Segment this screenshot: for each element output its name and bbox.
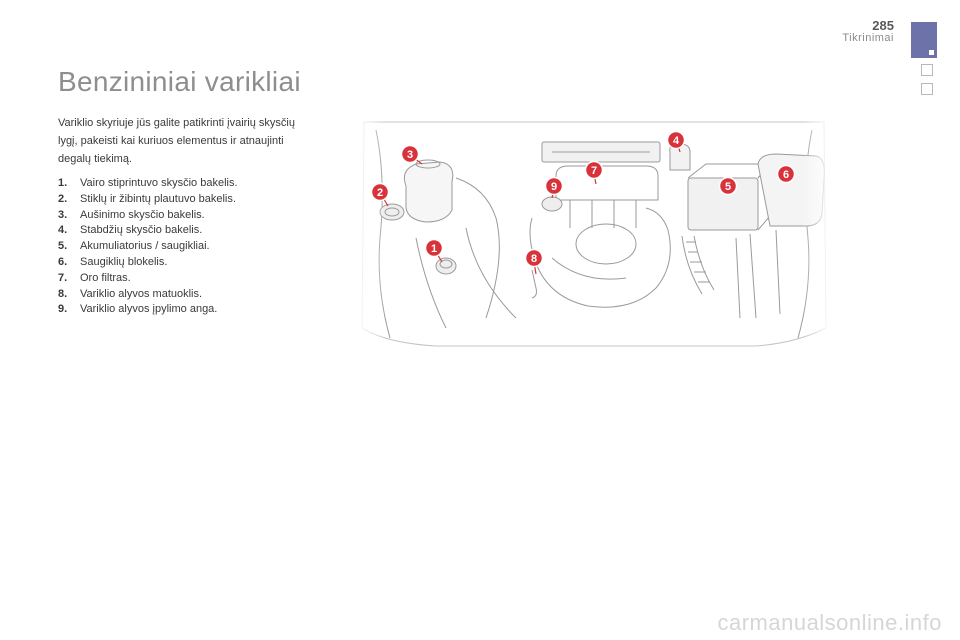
badge-label: 9 bbox=[551, 181, 557, 193]
legend-text: Vairo stiprintuvo skysčio bakelis. bbox=[80, 177, 238, 189]
badge-label: 6 bbox=[783, 169, 789, 181]
legend-item: 3. Aušinimo skysčio bakelis. bbox=[58, 208, 318, 224]
legend-text: Oro filtras. bbox=[80, 271, 131, 284]
legend-item: 2. Stiklų ir žibintų plautuvo bakelis. bbox=[58, 192, 318, 208]
legend-number: 3. bbox=[58, 208, 68, 221]
legend-text: Aušinimo skysčio bakelis. bbox=[80, 208, 205, 221]
badge-label: 2 bbox=[377, 187, 383, 199]
section-tab-active[interactable] bbox=[911, 22, 937, 58]
legend-item: 5. Akumuliatorius / saugikliai. bbox=[58, 239, 318, 255]
callout-badge-9: 9 bbox=[544, 176, 564, 199]
badge-label: 5 bbox=[725, 181, 731, 193]
legend-number: 8. bbox=[58, 287, 68, 300]
legend-number: 2. bbox=[58, 192, 68, 205]
legend-text: Akumuliatorius / saugikliai. bbox=[80, 240, 210, 253]
engine-bay-diagram: 1 2 3 4 5 6 7 bbox=[356, 118, 832, 348]
legend-item: 1. Vairo stiprintuvo skysčio bakelis. bbox=[58, 176, 318, 192]
engine-linework bbox=[361, 121, 827, 347]
legend-item: 6. Saugiklių blokelis. bbox=[58, 255, 318, 271]
component-legend: 1. Vairo stiprintuvo skysčio bakelis. 2. S… bbox=[58, 176, 318, 318]
badge-label: 7 bbox=[591, 165, 597, 177]
intro-paragraph: Variklio skyriuje jūs galite patikrinti … bbox=[58, 117, 295, 165]
section-tab-3[interactable] bbox=[921, 83, 933, 95]
legend-number: 6. bbox=[58, 255, 68, 268]
badge-label: 8 bbox=[531, 253, 537, 265]
legend-number: 9. bbox=[58, 303, 68, 316]
page-number: 285 bbox=[872, 18, 894, 33]
callout-badge-4: 4 bbox=[666, 130, 686, 153]
legend-text: Variklio alyvos įpylimo anga. bbox=[80, 303, 218, 316]
legend-text: Variklio alyvos matuoklis. bbox=[80, 287, 203, 300]
badge-label: 4 bbox=[673, 135, 680, 147]
legend-item: 9. Variklio alyvos įpylimo anga. bbox=[58, 302, 318, 318]
source-watermark: carmanualsonline.info bbox=[717, 610, 942, 635]
legend-text: Saugiklių blokelis. bbox=[80, 255, 168, 268]
legend-item: 4. Stabdžių skysčio bakelis. bbox=[58, 223, 318, 239]
legend-text: Stiklų ir žibintų plautuvo bakelis. bbox=[80, 192, 236, 205]
page-title: Benzininiai varikliai bbox=[58, 66, 301, 97]
section-name: Tikrinimai bbox=[842, 32, 894, 44]
legend-number: 5. bbox=[58, 240, 68, 253]
legend-item: 7. Oro filtras. bbox=[58, 271, 318, 287]
section-tab-2[interactable] bbox=[921, 64, 933, 76]
callout-badge-8: 8 bbox=[524, 248, 544, 275]
callout-badge-2: 2 bbox=[370, 182, 390, 207]
callout-badge-3: 3 bbox=[400, 144, 423, 165]
callout-badge-1: 1 bbox=[424, 238, 444, 263]
callout-badge-5: 5 bbox=[718, 176, 738, 196]
legend-number: 7. bbox=[58, 271, 68, 284]
badge-label: 3 bbox=[407, 149, 413, 161]
badge-label: 1 bbox=[431, 243, 437, 255]
legend-number: 4. bbox=[58, 224, 68, 237]
legend-number: 1. bbox=[58, 177, 68, 189]
callout-badges: 1 2 3 4 5 6 7 bbox=[370, 130, 796, 275]
legend-text: Stabdžių skysčio bakelis. bbox=[80, 224, 203, 237]
callout-badge-7: 7 bbox=[584, 160, 604, 185]
legend-item: 8. Variklio alyvos matuoklis. bbox=[58, 287, 318, 303]
callout-badge-6: 6 bbox=[776, 164, 796, 184]
